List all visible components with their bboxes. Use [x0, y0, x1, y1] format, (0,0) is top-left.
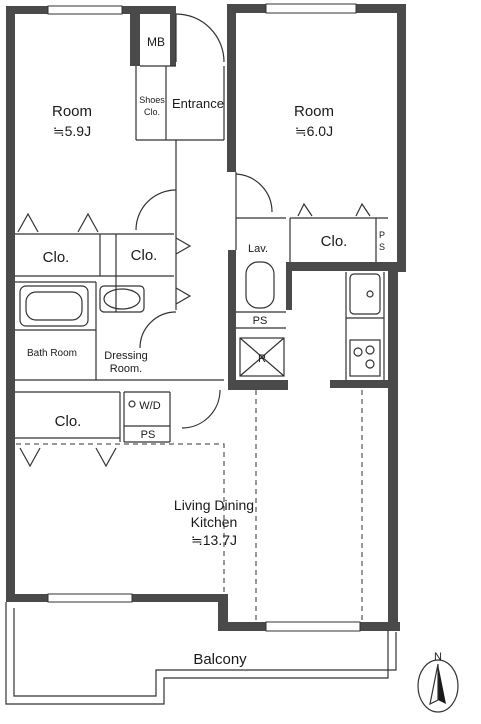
ps-east-label-line2: S	[379, 242, 385, 252]
room-east-name: Room	[294, 103, 334, 120]
room-west-name: Room	[52, 103, 92, 120]
ps-wd-label: PS	[141, 429, 156, 441]
closet-west-label: Clo.	[43, 249, 70, 266]
interior-partitions	[15, 65, 388, 443]
closet-ldk-label: Clo.	[55, 413, 82, 430]
dressing-label-line1: Dressing	[104, 350, 147, 362]
room-west-size: ≒5.9J	[53, 123, 91, 139]
north-arrow	[417, 659, 459, 713]
ps-east-label-line1: P	[379, 230, 385, 240]
wd-label: W/D	[139, 400, 160, 412]
dressing-label-line2: Room.	[110, 363, 142, 375]
ldk-name-line2: Kitchen	[191, 514, 238, 530]
bath-label: Bath Room	[27, 348, 77, 359]
entrance-label: Entrance	[172, 96, 224, 111]
room-east-size: ≒6.0J	[295, 123, 333, 139]
balcony-label: Balcony	[193, 651, 247, 668]
windows	[47, 3, 361, 632]
dashed-lines	[16, 390, 363, 622]
lav-label: Lav.	[248, 243, 268, 255]
fixtures	[19, 261, 381, 408]
shoes-label-line2: Clo.	[144, 107, 160, 117]
door-swings	[135, 13, 273, 429]
mb-label: MB	[147, 35, 165, 49]
ps-toilet-label: PS	[253, 315, 268, 327]
ldk-name-line1: Living Dining	[174, 497, 254, 513]
shoes-label-line1: Shoes	[139, 95, 165, 105]
balcony-outline	[5, 602, 397, 705]
north-label: N	[434, 651, 442, 663]
closet-east-label: Clo.	[321, 233, 348, 250]
closet-center-label: Clo.	[131, 247, 158, 264]
refrigerator-label: R	[258, 353, 266, 365]
ldk-size: ≒13.7J	[191, 532, 237, 548]
closet-door-marks	[17, 202, 371, 468]
